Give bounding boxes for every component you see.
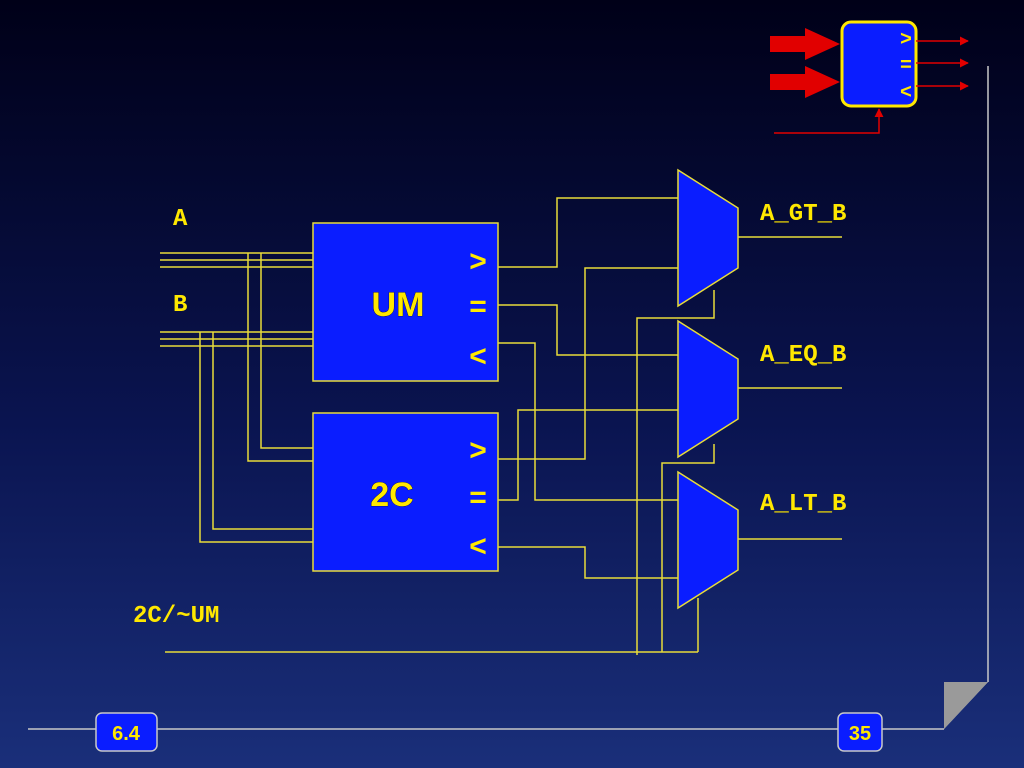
tc-gt-symbol: >	[469, 434, 487, 467]
tc-lt-symbol: <	[469, 530, 487, 563]
tc-comparator-block: 2C > = <	[312, 412, 499, 572]
slide-frame	[28, 66, 989, 730]
tc-eq-symbol: =	[469, 481, 487, 514]
mini-gt-symbol: >	[900, 28, 912, 50]
section-badge: 6.4	[95, 712, 158, 752]
red-input-arrow-icon	[770, 66, 840, 98]
red-input-arrow-icon	[770, 28, 840, 60]
mux-gt	[677, 168, 739, 308]
um-eq-symbol: =	[469, 290, 487, 323]
input-b-label: B	[173, 292, 187, 319]
tc-block-label: 2C	[370, 476, 413, 514]
mux-lt	[677, 470, 739, 610]
mini-eq-symbol: =	[900, 54, 912, 76]
wires	[160, 197, 842, 655]
page-number-badge: 35	[837, 712, 883, 752]
mini-comparator-icon: > = <	[770, 20, 969, 134]
um-lt-symbol: <	[469, 340, 487, 373]
section-number: 6.4	[112, 723, 141, 745]
input-a-label: A	[173, 206, 188, 233]
select-label: 2C/~UM	[133, 603, 219, 630]
mini-lt-symbol: <	[900, 81, 912, 103]
output-gt-label: A_GT_B	[760, 201, 846, 228]
um-gt-symbol: >	[469, 245, 487, 278]
um-block-label: UM	[372, 286, 425, 324]
page-curl-icon	[944, 682, 988, 729]
page-number: 35	[849, 723, 871, 745]
um-comparator-block: UM > = <	[312, 222, 499, 382]
mux-eq	[677, 319, 739, 459]
output-lt-label: A_LT_B	[760, 491, 846, 518]
output-eq-label: A_EQ_B	[760, 342, 846, 369]
